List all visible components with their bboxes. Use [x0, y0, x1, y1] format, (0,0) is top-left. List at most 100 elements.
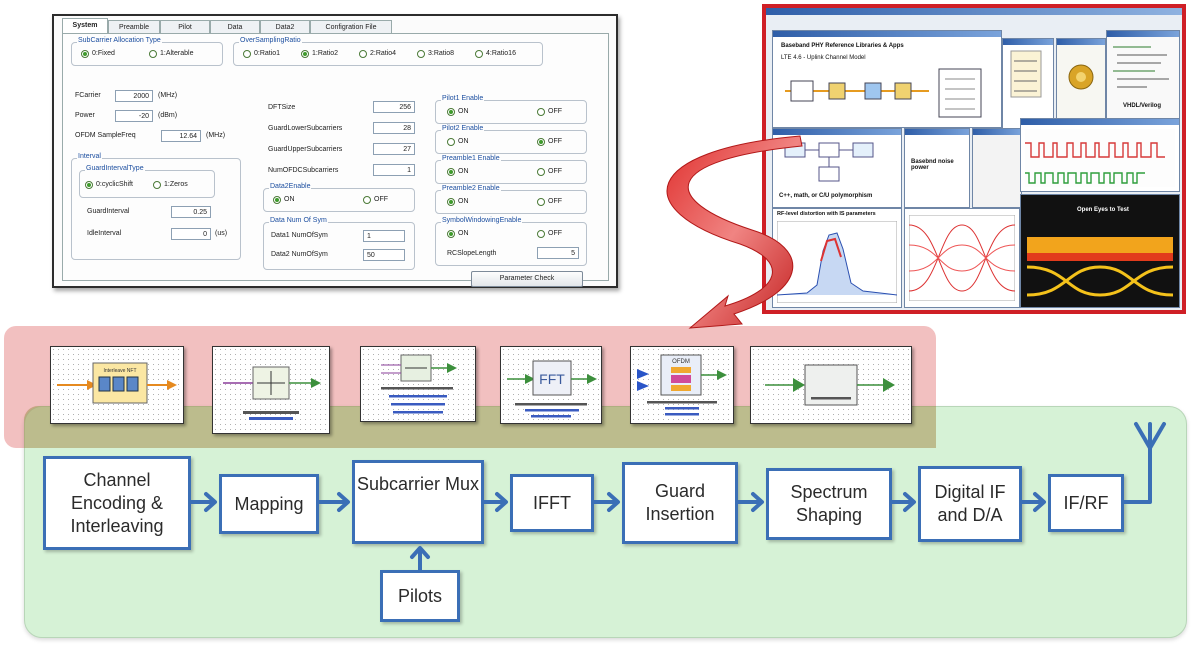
radio-alterable[interactable] [149, 50, 157, 58]
interleaver-label: Interleave NFT [103, 368, 136, 374]
radio-cyclicshift[interactable] [85, 181, 93, 189]
preamble1-enable-group [435, 160, 587, 184]
mapper-model-icon [223, 366, 321, 420]
tab-preamble[interactable]: Preamble [108, 20, 160, 33]
thumbnail-spectrum-filter [750, 346, 912, 424]
interval-title: Interval [77, 153, 102, 160]
preamble1-off-radio[interactable] [537, 168, 545, 176]
symbol-windowing-on-radio[interactable] [447, 230, 455, 238]
mux-model-icon [381, 354, 457, 414]
fcarrier-input[interactable]: 2000 [115, 90, 153, 102]
preamble1-enable-title: Preamble1 Enable [441, 155, 501, 162]
filter-model-icon [765, 364, 895, 406]
preamble1-off-label: OFF [548, 168, 562, 175]
tab-pilot[interactable]: Pilot [160, 20, 210, 33]
data2-off-radio[interactable] [363, 196, 371, 204]
idle-interval-input[interactable]: 0 [171, 228, 211, 240]
radio-ratio4-label: 2:Ratio4 [370, 50, 397, 57]
caption-vhdl: VHDL/Verilog [1123, 103, 1162, 109]
thumbnail-interleaver: Interleave NFT [50, 346, 184, 424]
scope-window: Open Eyes to Test [1020, 194, 1180, 308]
hdl-window-titlebar [1003, 39, 1053, 45]
guard-lower-input[interactable]: 28 [373, 122, 415, 134]
radio-ratio16-label: 4:Ratio16 [486, 50, 516, 57]
guard-interval-input[interactable]: 0.25 [171, 206, 211, 218]
pilot1-on-radio[interactable] [447, 108, 455, 116]
radio-cyclicshift-label: 0:cyclicShift [96, 181, 133, 188]
data1-numofsym-input[interactable]: 1 [363, 230, 405, 242]
radio-ratio2[interactable] [301, 50, 309, 58]
num-dc-input[interactable]: 1 [373, 164, 415, 176]
guard-upper-label: GuardUpperSubcarriers [268, 146, 343, 153]
subcarrier-allocation-group [71, 42, 223, 66]
preamble2-enable-title: Preamble2 Enable [441, 185, 501, 192]
preamble2-enable-group [435, 190, 587, 214]
waveform-window [1020, 118, 1180, 192]
collage-titlebar [766, 8, 1182, 15]
pilot2-on-radio[interactable] [447, 138, 455, 146]
caption-rf-distortion: RF-level distortion with IS parameters [777, 211, 876, 217]
rc-slope-length-input[interactable]: 5 [537, 247, 579, 259]
hdl-lines [1010, 50, 1042, 98]
pilot1-off-label: OFF [548, 108, 562, 115]
radio-fixed-label: 0:Fixed [92, 50, 115, 57]
power-input[interactable]: -20 [115, 110, 153, 122]
block-if-rf: IF/RF [1048, 474, 1124, 532]
block-ifft-label: IFFT [533, 492, 571, 513]
guard-upper-input[interactable]: 27 [373, 143, 415, 155]
caption-bb-noise: Basebnd noise power [911, 159, 954, 171]
symbol-windowing-title: SymbolWindowingEnable [441, 217, 523, 224]
tab-data2[interactable]: Data2 [260, 20, 310, 33]
cpp-schematic [784, 142, 874, 182]
parameter-check-button[interactable]: Parameter Check [471, 271, 583, 287]
ptolemy-schematic [785, 68, 982, 118]
thumbnail-mapper [212, 346, 330, 434]
verilog-window-titlebar [1107, 31, 1179, 37]
data2-numofsym-input[interactable]: 50 [363, 249, 405, 261]
caption-cpp: C++, math, or C/U polymorphism [779, 193, 873, 199]
tab-system[interactable]: System [62, 18, 108, 33]
preamble2-off-radio[interactable] [537, 198, 545, 206]
pilot1-off-radio[interactable] [537, 108, 545, 116]
interleaver-model-icon: Interleave NFT [57, 362, 177, 404]
block-subcarrier-mux: Subcarrier Mux [352, 460, 484, 544]
radio-ratio4[interactable] [359, 50, 367, 58]
pilot2-enable-title: Pilot2 Enable [441, 125, 485, 132]
tab-configuration-file[interactable]: Configration File [310, 20, 392, 33]
radio-fixed[interactable] [81, 50, 89, 58]
samplefreq-unit: (MHz) [206, 132, 226, 139]
oversampling-group [233, 42, 543, 66]
block-channel-encoding-label: Channel Encoding & Interleaving [70, 469, 164, 536]
preamble2-on-radio[interactable] [447, 198, 455, 206]
verilog-code-lines [1113, 46, 1169, 88]
ptolemy-window: Baseband PHY Reference Libraries & Apps … [772, 30, 1002, 128]
dft-size-input[interactable]: 256 [373, 101, 415, 113]
knob-icon [1068, 64, 1094, 90]
radio-zeros[interactable] [153, 181, 161, 189]
data-num-of-sym-title: Data Num Of Sym [269, 217, 328, 224]
waveform-plot [1025, 129, 1175, 187]
radio-zeros-label: 1:Zeros [164, 181, 188, 188]
radio-ratio16[interactable] [475, 50, 483, 58]
block-guard-insertion: Guard Insertion [622, 462, 738, 544]
radio-ratio1[interactable] [243, 50, 251, 58]
preamble1-on-radio[interactable] [447, 168, 455, 176]
block-channel-encoding: Channel Encoding & Interleaving [43, 456, 191, 550]
data2-on-label: ON [284, 196, 295, 203]
radio-alterable-label: 1:Alterable [160, 50, 194, 57]
samplefreq-input[interactable]: 12.64 [161, 130, 201, 142]
data1-numofsym-label: Data1 NumOfSym [271, 232, 328, 239]
tab-data[interactable]: Data [210, 20, 260, 33]
block-mapping: Mapping [219, 474, 319, 534]
pilot2-enable-group [435, 130, 587, 154]
verilog-window: VHDL/Verilog [1106, 30, 1180, 120]
symbol-windowing-off-radio[interactable] [537, 230, 545, 238]
pilot2-off-label: OFF [548, 138, 562, 145]
radio-ratio8[interactable] [417, 50, 425, 58]
block-spectrum-shaping-label: Spectrum Shaping [790, 482, 868, 525]
data2-enable-title: Data2Enable [269, 183, 312, 190]
pilot2-off-radio[interactable] [537, 138, 545, 146]
data2-on-radio[interactable] [273, 196, 281, 204]
thumbnail-fft: FFT [500, 346, 602, 424]
